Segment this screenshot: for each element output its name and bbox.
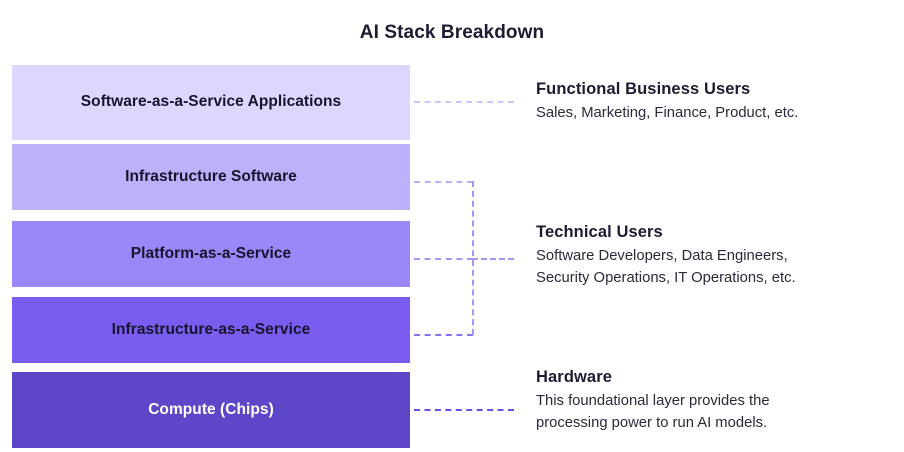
annotation-functional-business-users: Functional Business Users Sales, Marketi… <box>536 80 896 124</box>
annotation-body: Software Developers, Data Engineers, Sec… <box>536 245 896 290</box>
annotation-body: Sales, Marketing, Finance, Product, etc. <box>536 102 896 124</box>
annotation-hardware: Hardware This foundational layer provide… <box>536 368 896 435</box>
dashed-line-horizontal <box>414 258 473 260</box>
stack-layer-paas: Platform-as-a-Service <box>12 221 410 287</box>
stack-layer-label: Infrastructure-as-a-Service <box>111 320 311 338</box>
annotation-line: Software Developers, Data Engineers, <box>536 248 788 264</box>
annotation-technical-users: Technical Users Software Developers, Dat… <box>536 223 896 290</box>
annotation-line: processing power to run AI models. <box>536 415 768 432</box>
annotation-title: Technical Users <box>536 223 663 241</box>
stack-layer-label: Infrastructure Software <box>125 167 297 185</box>
stack-layer-iaas: Infrastructure-as-a-Service <box>12 297 410 363</box>
annotation-body: This foundational layer provides the pro… <box>536 390 896 435</box>
dashed-line-horizontal <box>472 258 514 260</box>
stack-layer-compute-chips: Compute (Chips) <box>12 372 410 448</box>
stack-layer-label: Software-as-a-Service Applications <box>80 93 342 111</box>
stack-layer-label: Compute (Chips) <box>148 400 274 418</box>
annotation-line: This foundational layer provides the <box>536 393 770 409</box>
annotation-line: Security Operations, IT Operations, etc. <box>536 270 796 287</box>
annotation-line: Sales, Marketing, Finance, Product, etc. <box>536 105 799 121</box>
annotation-title: Functional Business Users <box>536 80 751 98</box>
dashed-line-horizontal <box>414 101 514 103</box>
dashed-line-horizontal <box>414 334 473 336</box>
annotation-title: Hardware <box>536 368 613 386</box>
page-title: AI Stack Breakdown <box>359 22 545 43</box>
stack-layer-saas: Software-as-a-Service Applications <box>12 65 410 140</box>
dashed-line-horizontal <box>414 409 514 411</box>
stack-layer-label: Platform-as-a-Service <box>130 244 292 262</box>
dashed-line-horizontal <box>414 181 473 183</box>
stack-layer-infrastructure-software: Infrastructure Software <box>12 144 410 210</box>
